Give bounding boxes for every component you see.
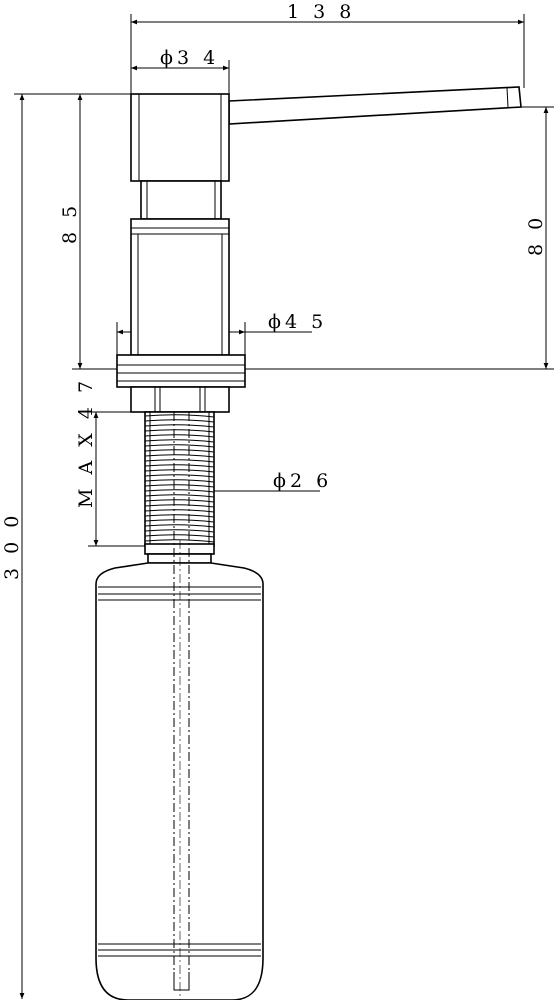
thread-ridge bbox=[144, 419, 215, 423]
mounting-nut bbox=[130, 386, 230, 413]
thread-ridge bbox=[144, 534, 215, 538]
dimension-label-phi34: ϕ3 4 bbox=[160, 47, 219, 69]
pump-neck bbox=[140, 180, 222, 220]
dimension-label-max47: M A X 4 7 bbox=[75, 377, 97, 508]
dimension-width-138: 1 3 8 bbox=[130, 1, 525, 95]
thread-ridge bbox=[144, 474, 215, 478]
thread-ridge bbox=[144, 434, 215, 438]
thread-ridge bbox=[144, 514, 215, 518]
dimension-max-thread-47: M A X 4 7 bbox=[75, 377, 150, 547]
thread-ridge bbox=[144, 529, 215, 533]
soap-bottle bbox=[95, 562, 264, 1000]
thread-ridge bbox=[144, 504, 215, 508]
thread-ridge bbox=[144, 449, 215, 453]
pump-head bbox=[130, 93, 230, 182]
dimension-label-300: 3 0 0 bbox=[1, 512, 23, 580]
thread-ridge bbox=[144, 484, 215, 488]
dimension-label-85: 8 5 bbox=[59, 202, 81, 244]
dimension-height-85: 8 5 bbox=[59, 94, 117, 370]
dip-tube bbox=[173, 412, 190, 991]
thread-ridge bbox=[144, 439, 215, 443]
thread-ridge bbox=[144, 454, 215, 458]
thread-ridge bbox=[144, 494, 215, 498]
thread-ridge bbox=[144, 464, 215, 468]
dimension-label-80: 8 0 bbox=[525, 214, 547, 256]
thread-ridge bbox=[144, 499, 215, 503]
thread-ridge bbox=[144, 524, 215, 528]
thread-ridge bbox=[144, 489, 215, 493]
pump-collar bbox=[130, 218, 230, 356]
dimension-height-80: 8 0 bbox=[245, 106, 554, 370]
spout bbox=[228, 86, 522, 125]
thread-ridge bbox=[144, 539, 215, 543]
threaded-shank bbox=[144, 411, 215, 547]
thread-ridge bbox=[144, 429, 215, 433]
thread-ridge bbox=[144, 509, 215, 513]
thread-ridge bbox=[144, 414, 215, 418]
dimension-head-diameter: ϕ3 4 bbox=[131, 47, 230, 95]
thread-ridge bbox=[144, 459, 215, 463]
dimension-label-phi26: ϕ2 6 bbox=[273, 470, 332, 492]
base-flange bbox=[116, 354, 246, 388]
dimension-label-phi45: ϕ4 5 bbox=[268, 311, 327, 333]
thread-ridge bbox=[144, 469, 215, 473]
shank-end-cap bbox=[144, 543, 215, 564]
dimension-total-height-300: 3 0 0 bbox=[1, 93, 131, 999]
dimension-label-138: 1 3 8 bbox=[287, 1, 355, 23]
thread-ridge bbox=[144, 479, 215, 483]
thread-ridge bbox=[144, 424, 215, 428]
thread-ridge bbox=[144, 444, 215, 448]
thread-ridge bbox=[144, 519, 215, 523]
